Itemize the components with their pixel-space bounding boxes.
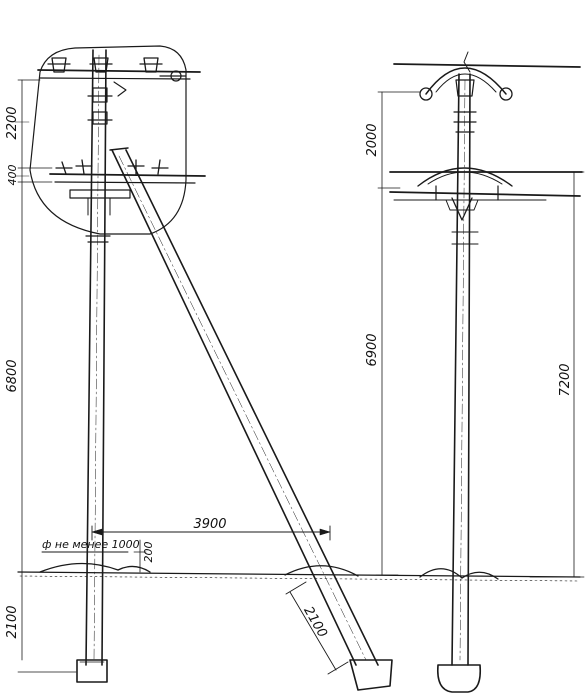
dimension-labels: 2200 400 6800 2100 ф не менее 1000 200 3…	[5, 106, 573, 640]
dim-left-gap: 400	[6, 165, 19, 186]
right-top-crossarm	[393, 63, 581, 68]
strut-base	[349, 659, 393, 691]
strut	[41, 147, 393, 691]
strut-mound	[284, 565, 359, 577]
dim-strut-spread: 3900	[193, 517, 226, 532]
ground-hatch	[19, 575, 579, 582]
detail-outline	[29, 45, 187, 235]
dim-left-burial: 2100	[5, 605, 20, 638]
right-lower-crossarm	[389, 191, 581, 197]
dim-left-height: 6800	[5, 359, 20, 392]
dim-left-top: 2200	[5, 106, 20, 139]
left-top-insulators	[47, 57, 187, 82]
left-mound-a	[39, 562, 119, 573]
ground	[17, 562, 581, 582]
right-mound-b	[461, 571, 499, 580]
left-mound-b	[117, 565, 151, 573]
left-pole	[14, 45, 206, 683]
left-pole-base	[76, 659, 108, 683]
right-mound-a	[419, 568, 463, 579]
left-lower-crossarm	[49, 173, 206, 177]
right-pole	[375, 51, 585, 693]
ground-line	[17, 571, 581, 578]
dim-right-lower: 6900	[365, 333, 380, 366]
right-pole-base	[436, 664, 482, 693]
dim-right-top: 2000	[365, 123, 380, 156]
dim-ground-offset: 200	[142, 542, 155, 563]
base-note: ф не менее 1000	[42, 538, 140, 551]
dim-right-total: 7200	[558, 363, 573, 396]
dim-strut-burial: 2100	[300, 604, 330, 640]
